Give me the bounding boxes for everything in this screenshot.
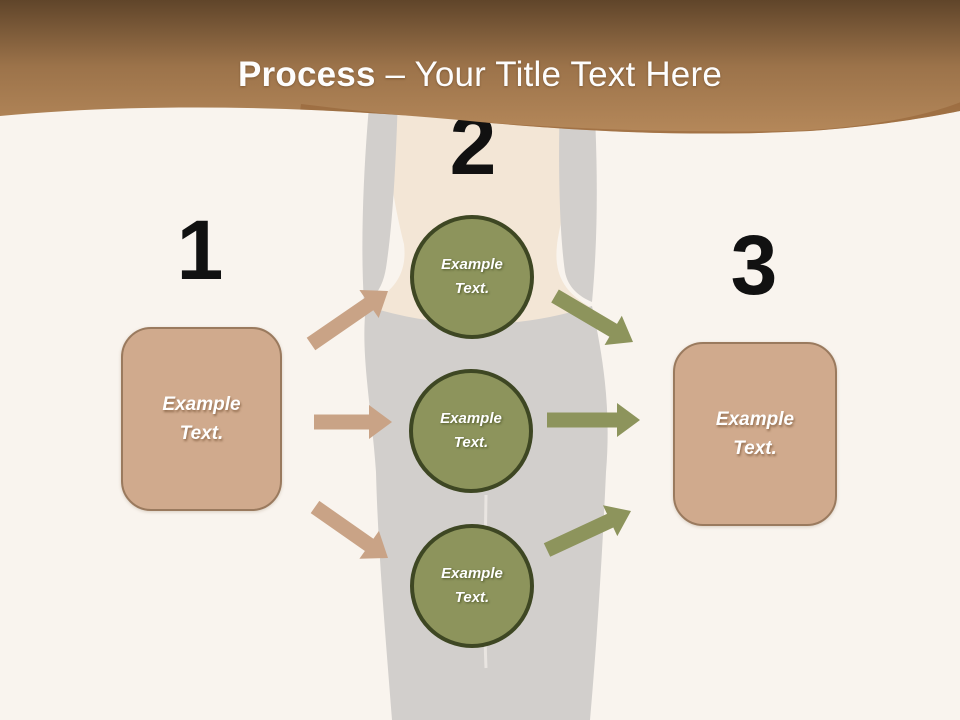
step-number-3: 3 [730,218,778,312]
process-box-left: Example Text. [121,327,282,511]
process-box-right: Example Text. [673,342,837,526]
slide-title-rest: – Your Title Text Here [375,55,722,94]
slide-title-bold: Process [238,55,376,94]
step-number-1: 1 [176,203,224,297]
arrow-bottom-circle-to-right [543,505,631,557]
arrow-left-to-middle-circle [314,405,392,439]
process-circle-middle: Example Text. [409,369,533,493]
arrow-top-circle-to-right [551,289,633,345]
slide-title: Process – Your Title Text Here [0,46,960,104]
process-circle-top: Example Text. [410,215,534,339]
process-circle-bottom: Example Text. [410,524,534,648]
process-box-left-label: Example Text. [162,393,241,444]
header-banner [0,0,960,134]
arrow-middle-circle-to-right [547,403,640,437]
process-circle-top-label: Example Text. [441,256,503,297]
arrow-left-to-bottom-circle [310,500,388,559]
process-box-right-label: Example Text. [715,408,795,459]
process-circle-bottom-label: Example Text. [441,565,503,606]
process-circle-middle-label: Example Text. [440,410,502,451]
arrow-left-to-top-circle [306,290,388,351]
